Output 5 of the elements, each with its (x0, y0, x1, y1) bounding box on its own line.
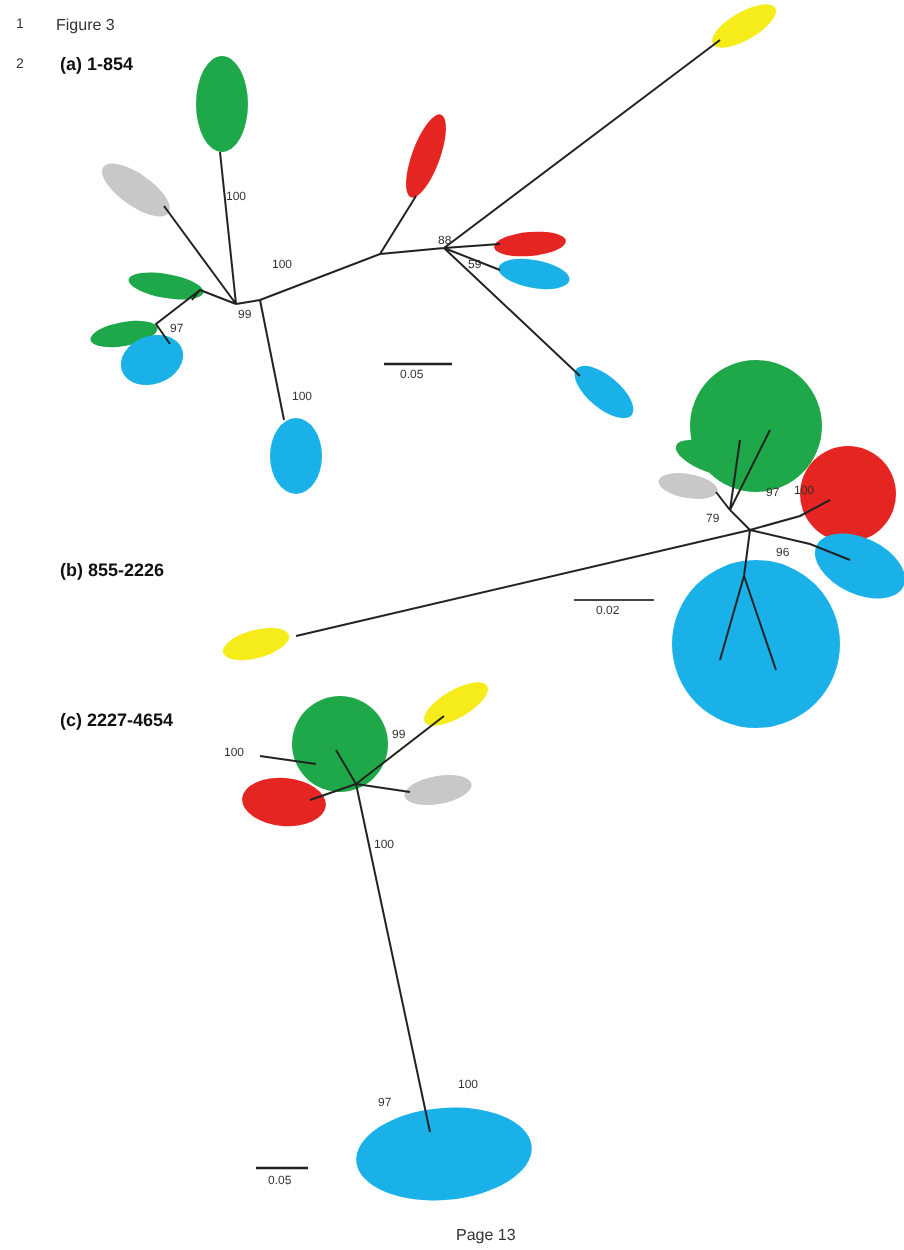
page-number: Page 13 (456, 1228, 516, 1244)
panel-label: (a) 1-854 (60, 56, 134, 74)
figure-title: Figure 3 (56, 18, 115, 34)
panel-label: (b) 855-2226 (60, 562, 165, 580)
panel-label: (c) 2227-4654 (60, 712, 174, 730)
